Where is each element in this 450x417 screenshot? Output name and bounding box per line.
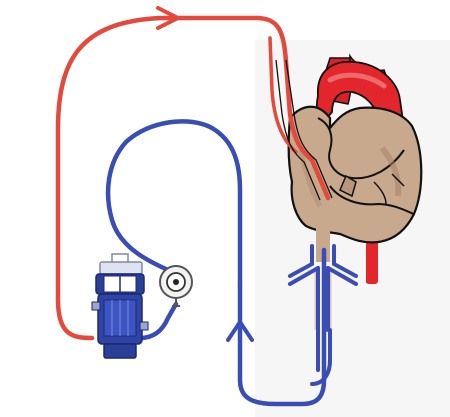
heart-icon — [289, 107, 422, 243]
descending-aorta — [366, 238, 378, 284]
oxygenator-icon — [92, 254, 148, 358]
